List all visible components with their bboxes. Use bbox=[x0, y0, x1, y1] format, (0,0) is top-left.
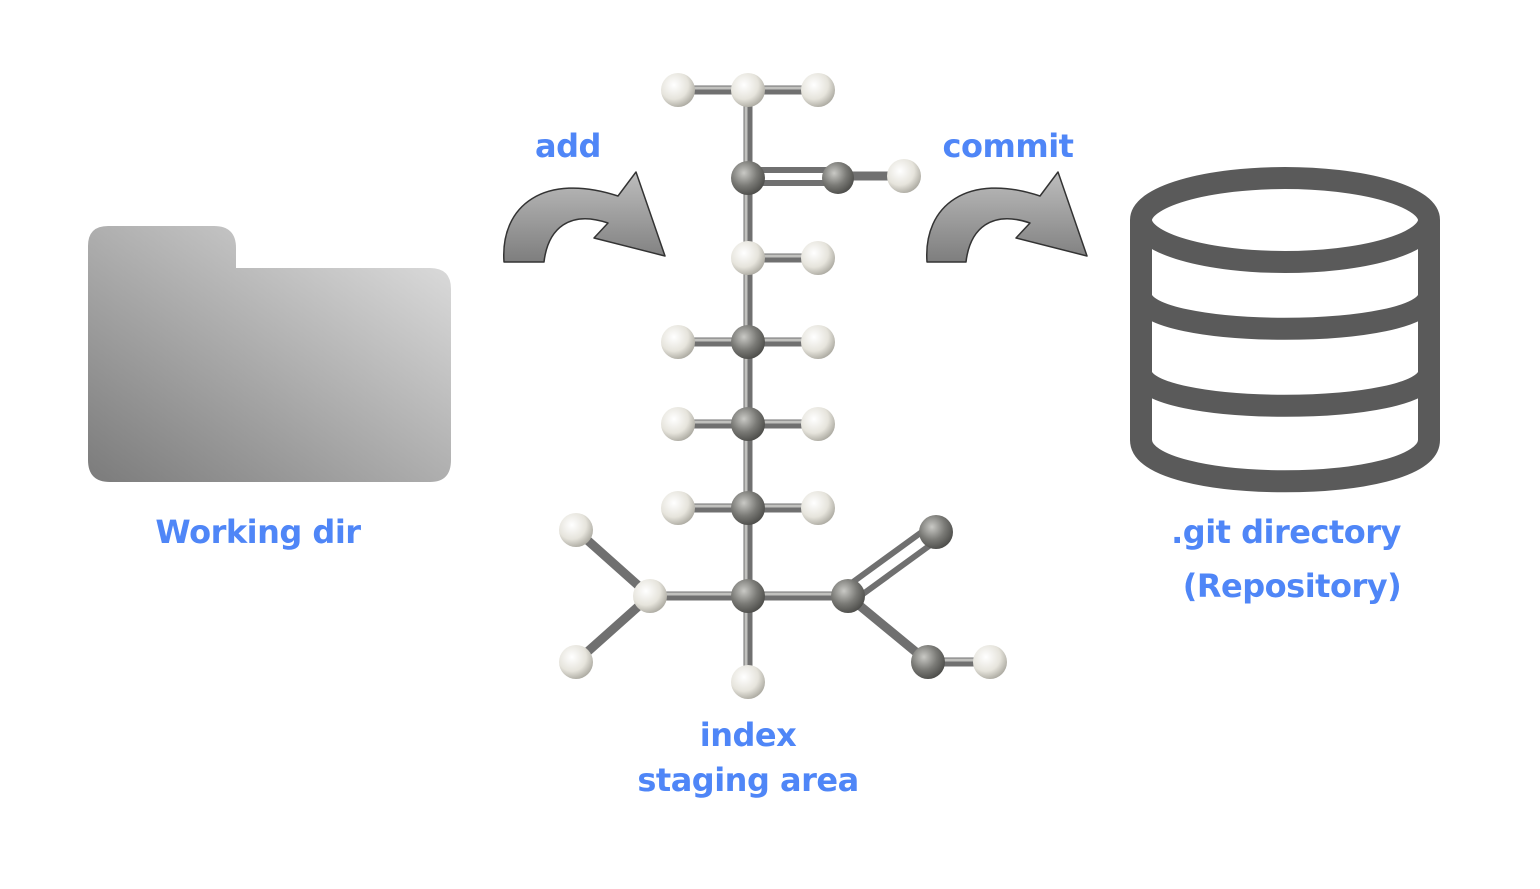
index-label: index bbox=[700, 716, 797, 754]
commit-arrow-icon bbox=[926, 171, 1088, 263]
add-label: add bbox=[535, 127, 601, 165]
commit-label: commit bbox=[943, 127, 1074, 165]
staging-area-label: staging area bbox=[637, 761, 858, 799]
folder-icon bbox=[88, 226, 451, 482]
repository-label: (Repository) bbox=[1183, 567, 1401, 605]
working-dir-label: Working dir bbox=[155, 513, 361, 551]
molecule-tree-icon bbox=[559, 73, 1007, 699]
git-directory-label: .git directory bbox=[1171, 513, 1401, 551]
database-icon bbox=[1130, 167, 1440, 493]
add-arrow-icon bbox=[503, 171, 666, 263]
